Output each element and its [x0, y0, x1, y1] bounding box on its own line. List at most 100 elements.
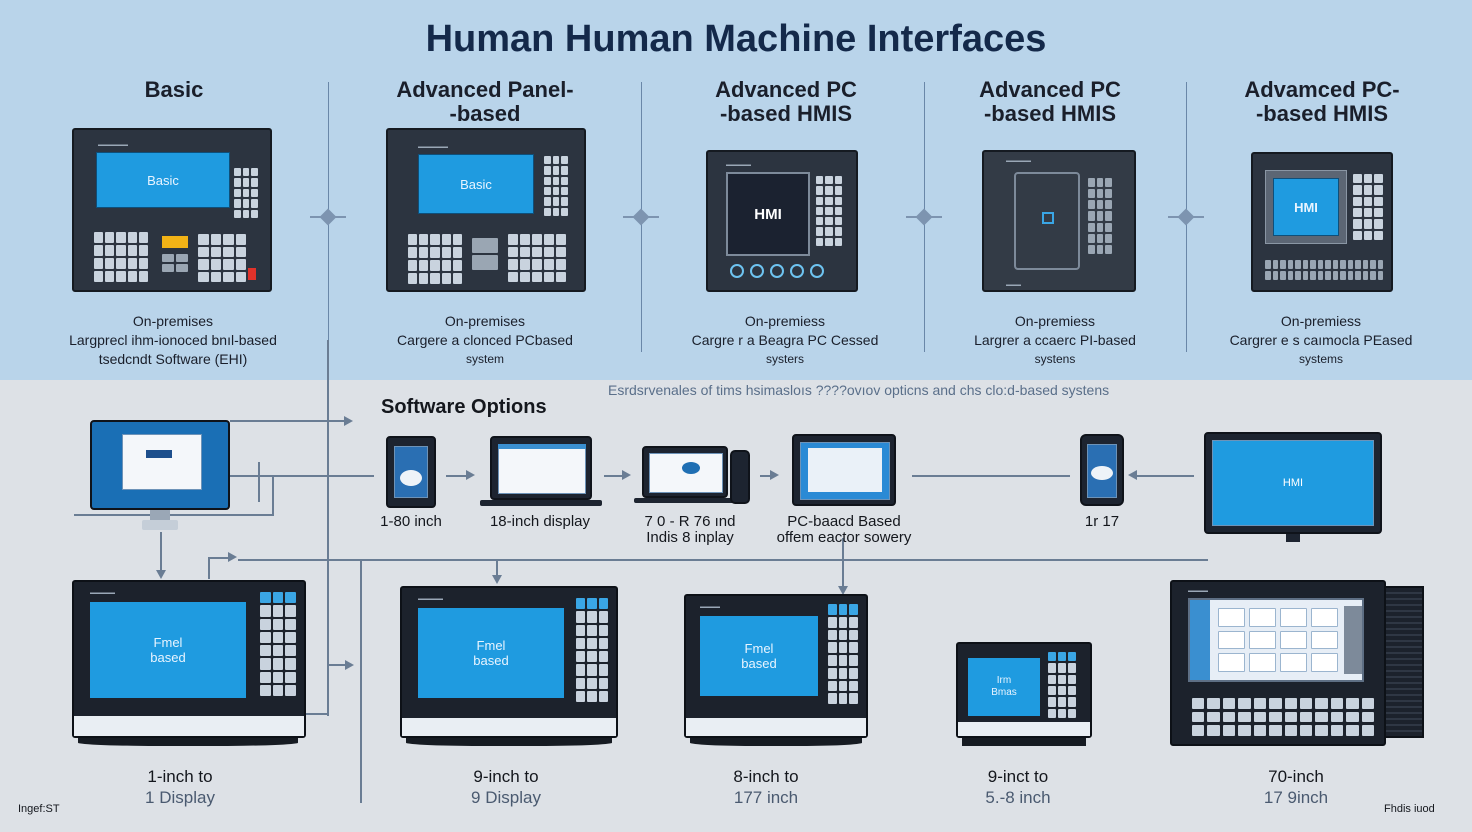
advanced-pc-hmi-panel-2: HMI: [1251, 152, 1393, 292]
arrow-right-icon: [466, 470, 475, 480]
advanced-panel-hmi: ▬▬▬▬▬▬ Basic: [386, 128, 586, 292]
panel-label: ▬▬▬▬▬: [90, 590, 115, 596]
function-keypad[interactable]: [198, 234, 246, 282]
side-keypad[interactable]: [1353, 174, 1383, 240]
side-keypad[interactable]: [260, 592, 296, 696]
connector-line: [258, 462, 260, 502]
connector-line: [74, 514, 274, 516]
cloud-icon: [1091, 466, 1113, 480]
yellow-button[interactable]: [162, 236, 188, 248]
page-title: Human Human Machine Interfaces: [425, 18, 1047, 60]
round-buttons-row[interactable]: [730, 264, 840, 278]
side-keypad[interactable]: [1088, 178, 1112, 254]
software-options-heading: Software Options: [381, 396, 547, 418]
control-keys[interactable]: [472, 238, 498, 270]
size-line: 1-inch to: [147, 767, 213, 786]
label-text: PC-baacd Based offem eactor sowery: [776, 513, 912, 546]
app-window: [808, 448, 882, 492]
desc-line: system: [465, 352, 504, 366]
red-button[interactable]: [248, 268, 256, 280]
software-options-note: Esrdsrvenales of tims hsimasloıs ????ovı…: [608, 382, 1110, 398]
size-line: 5.-8 inch: [985, 788, 1051, 807]
desc-line: On-premises: [132, 313, 214, 329]
size-line: 1 Display: [145, 788, 215, 807]
panel-screen: HMI: [1273, 178, 1339, 236]
numeric-keypad[interactable]: [408, 234, 462, 284]
desc-line: systens: [1034, 352, 1076, 366]
round-button[interactable]: [810, 264, 824, 278]
advanced-pc-enclosure: ▬▬▬▬▬ ▬▬▬: [982, 150, 1136, 292]
connector-line: [230, 475, 374, 477]
round-button[interactable]: [790, 264, 804, 278]
desc-line: On-premiess: [744, 313, 826, 329]
column-desc-basic: On-premises Largprecl ihm-ionoced bnıl-b…: [40, 312, 306, 369]
round-button[interactable]: [730, 264, 744, 278]
arrow-right-icon: [770, 470, 779, 480]
desc-line: tsedcndt Software (EHI): [98, 351, 248, 367]
screen-tiles[interactable]: [1218, 608, 1338, 672]
pc-monitor: [792, 434, 896, 506]
panel-label: ▬▬▬▬: [700, 604, 720, 610]
sidebar-strip: [1190, 600, 1210, 680]
numeric-keypad[interactable]: [94, 232, 148, 282]
keyboard[interactable]: [1192, 698, 1374, 736]
desc-line: systems: [1298, 352, 1343, 366]
side-keypad[interactable]: [816, 176, 842, 246]
column-heading-advanced-pc-3: Advamced PC- -based HMIS: [1222, 78, 1422, 126]
side-keypad[interactable]: [828, 604, 858, 704]
arrow-down-icon: [838, 586, 848, 595]
bottom-label-5: 70-inch 17 9inch: [1206, 766, 1386, 808]
bottom-panel-hmi-5: ▬▬▬▬: [1170, 580, 1386, 746]
size-line: 9 Display: [471, 788, 541, 807]
connector-line: [912, 475, 1070, 477]
connector-line: [760, 475, 774, 477]
connector-line: [496, 559, 498, 577]
function-keypad[interactable]: [508, 234, 566, 282]
tablet-device: [386, 436, 436, 508]
control-keys[interactable]: [162, 254, 188, 272]
size-line: 70-inch: [1268, 767, 1324, 786]
monitor-stand: [150, 510, 170, 522]
bottom-strip: [402, 718, 616, 736]
screen-text: Fmel based: [473, 638, 509, 668]
desc-line: On-premises: [444, 313, 526, 329]
column-desc-advanced-panel: On-premises Cargere a clonced PCbased sy…: [360, 312, 610, 369]
door-indicator-icon: [1042, 212, 1054, 224]
arrow-right-icon: [228, 552, 237, 562]
footer-left-text: Ingef:ST: [18, 803, 60, 815]
toolbar-strip: [498, 444, 586, 449]
connector-line: [446, 475, 468, 477]
size-line: 9-inch to: [473, 767, 539, 786]
column-desc-advanced-pc-2: On-premiess Largrer a ccaerc PI-based sy…: [930, 312, 1180, 369]
round-button[interactable]: [750, 264, 764, 278]
heading-line: Advanced PC -based HMIS: [979, 77, 1121, 126]
size-line: 177 inch: [733, 788, 799, 807]
keyboard[interactable]: [1265, 260, 1383, 280]
side-keypad[interactable]: [234, 168, 258, 218]
panel-footer-label: ▬▬▬: [1006, 282, 1021, 288]
column-heading-advanced-pc-2: Advanced PC -based HMIS: [950, 78, 1150, 126]
vent-housing: [1384, 586, 1424, 738]
advanced-pc-hmi-panel: ▬▬▬▬▬ HMI: [706, 150, 858, 292]
software-device-label: 1-80 inch: [380, 513, 442, 530]
panel-label: ▬▬▬▬▬: [726, 162, 751, 168]
side-keypad[interactable]: [1048, 652, 1076, 718]
panel-label: ▬▬▬▬▬▬: [418, 144, 448, 150]
side-keypad[interactable]: [544, 156, 568, 216]
connector-line: [1136, 475, 1194, 477]
enclosure-door[interactable]: [1014, 172, 1080, 270]
laptop-base: [480, 500, 602, 506]
connector-line: [208, 557, 230, 559]
column-heading-advanced-pc-1: Advanced PC -based HMIS: [686, 78, 886, 126]
round-button[interactable]: [770, 264, 784, 278]
connector-line: [329, 664, 347, 666]
size-line: 8-inch to: [733, 767, 799, 786]
arrow-right-icon: [344, 416, 353, 426]
smartphone-device: [1080, 434, 1124, 506]
heading-line: Advanced PC -based HMIS: [715, 77, 857, 126]
side-keypad[interactable]: [576, 598, 608, 702]
monitor-screen: [122, 434, 202, 490]
panel-screen: Basic: [418, 154, 534, 214]
connector-line: [272, 475, 274, 515]
desktop-monitor: [90, 420, 230, 510]
